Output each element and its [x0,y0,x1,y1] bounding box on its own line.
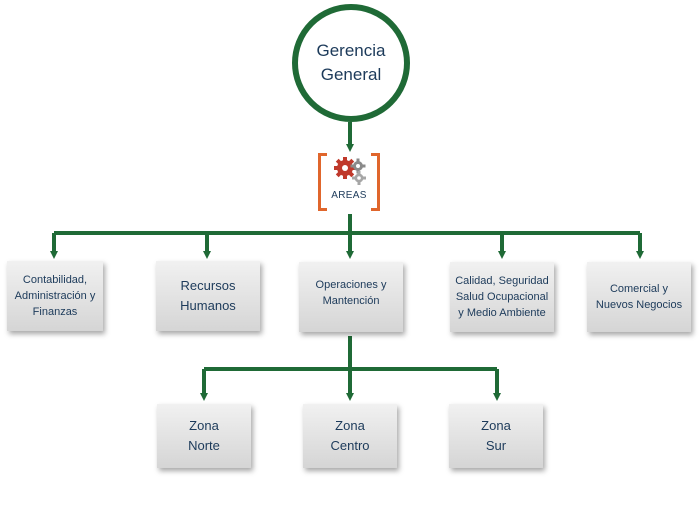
dept-label-line: Operaciones y [315,279,387,291]
dept-label-line: Recursos [180,278,236,293]
right-bracket [371,153,380,211]
zone-label-line: Zona [335,418,365,433]
areas-badge: AREAS [318,153,380,211]
zone-label-line: Centro [330,438,370,453]
zone-label-line: Norte [188,438,220,453]
zone-label-line: Zona [189,418,219,433]
root-line-1: Gerencia [316,41,386,60]
gerencia-general-node: Gerencia General [292,4,410,122]
left-bracket [318,153,327,211]
dept-label-line: Humanos [180,298,236,313]
dept-operaciones-box: Operaciones y Mantención [299,262,403,332]
dept-label-line: Finanzas [32,306,78,318]
zone-label-line: Sur [485,438,507,453]
zone-sur-box: Zona Sur [449,404,543,468]
dept-label-line: Contabilidad, [22,274,88,286]
dept-comercial-box: Comercial y Nuevos Negocios [587,262,691,332]
areas-label: AREAS [331,190,367,201]
dept-label-line: Nuevos Negocios [595,299,683,311]
root-line-2: General [320,65,382,84]
dept-label-line: Mantención [322,295,380,307]
dept-label-line: Salud Ocupacional [455,291,549,303]
zone-label-line: Zona [481,418,511,433]
gears-icon [334,157,366,185]
dept-calidad-box: Calidad, Seguridad Salud Ocupacional y M… [450,262,554,332]
zone-centro-box: Zona Centro [303,404,397,468]
dept-label-line: Comercial y [609,283,669,295]
dept-contabilidad-box: Contabilidad, Administración y Finanzas [7,261,103,331]
dept-recursos-humanos-box: Recursos Humanos [156,261,260,331]
dept-label-line: y Medio Ambiente [458,307,546,319]
zone-norte-box: Zona Norte [157,404,251,468]
dept-label-line: Administración y [14,290,96,302]
dept-label-line: Calidad, Seguridad [455,275,549,287]
